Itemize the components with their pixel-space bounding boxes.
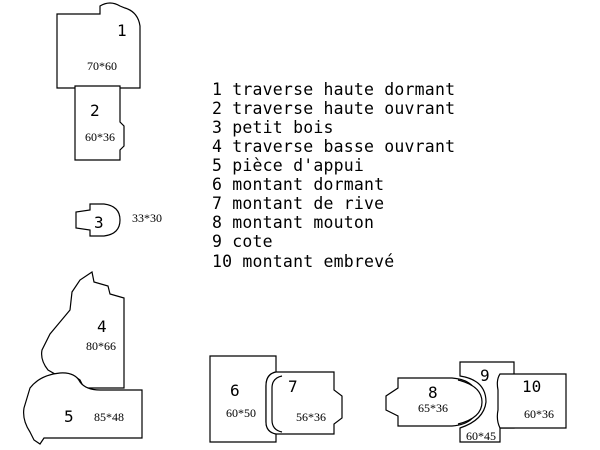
piece-dims-7: 56*36: [296, 410, 326, 424]
legend-item-8: 8 montant mouton: [212, 213, 374, 232]
profile-inner-curve-7: [271, 375, 283, 433]
piece-number-2: 2: [90, 101, 100, 120]
legend-item-2: 2 traverse haute ouvrant: [212, 99, 455, 118]
profile-piece-8: 8 65*36: [385, 377, 483, 427]
piece-dims-6: 60*50: [226, 406, 256, 420]
profile-outline-1: [56, 2, 141, 89]
piece-dims-10: 60*36: [524, 407, 554, 421]
piece-dims-3: 33*30: [132, 211, 162, 225]
profile-outline-4: [41, 271, 125, 389]
legend-item-5: 5 pièce d'appui: [212, 156, 364, 175]
profile-piece-3: 3 33*30: [75, 203, 162, 237]
profile-piece-7: 7 56*36: [265, 371, 343, 435]
piece-dims-2: 60*36: [85, 130, 115, 144]
piece-number-10: 10: [522, 377, 541, 396]
legend-item-3: 3 petit bois: [212, 118, 334, 137]
piece-number-8: 8: [428, 383, 438, 402]
profile-outline-2: [74, 85, 125, 161]
piece-dims-8: 65*36: [418, 401, 448, 415]
profile-outline-3: [75, 203, 121, 237]
legend-item-6: 6 montant dormant: [212, 175, 384, 194]
legend-item-10: 10 montant embrevé: [212, 252, 394, 271]
legend: 1 traverse haute dormant 2 traverse haut…: [212, 80, 455, 271]
legend-item-9: 9 cote: [212, 232, 273, 251]
piece-number-5: 5: [64, 407, 74, 426]
piece-number-9: 9: [480, 366, 490, 385]
piece-dims-4: 80*66: [86, 339, 116, 353]
profile-outline-7: [265, 371, 343, 435]
piece-number-4: 4: [97, 317, 107, 336]
piece-number-6: 6: [230, 381, 240, 400]
legend-item-4: 4 traverse basse ouvrant: [212, 137, 455, 156]
profile-piece-2: 2 60*36: [74, 85, 125, 161]
profile-inner-curve-8: [457, 379, 483, 425]
piece-dims-5: 85*48: [94, 410, 124, 424]
legend-item-7: 7 montant de rive: [212, 194, 384, 213]
profile-piece-5: 5 85*48: [23, 372, 143, 445]
profile-piece-4: 4 80*66: [41, 271, 125, 389]
piece-number-1: 1: [117, 21, 127, 40]
piece-number-3: 3: [94, 213, 104, 232]
profile-piece-1: 1 70*60: [56, 2, 141, 89]
legend-item-1: 1 traverse haute dormant: [212, 80, 455, 99]
piece-dims-9: 60*45: [466, 429, 496, 443]
profile-piece-10: 10 60*36: [496, 373, 567, 429]
piece-number-7: 7: [288, 377, 298, 396]
piece-dims-1: 70*60: [87, 59, 117, 73]
profile-outline-10: [496, 373, 567, 429]
profile-outline-5: [23, 372, 143, 445]
